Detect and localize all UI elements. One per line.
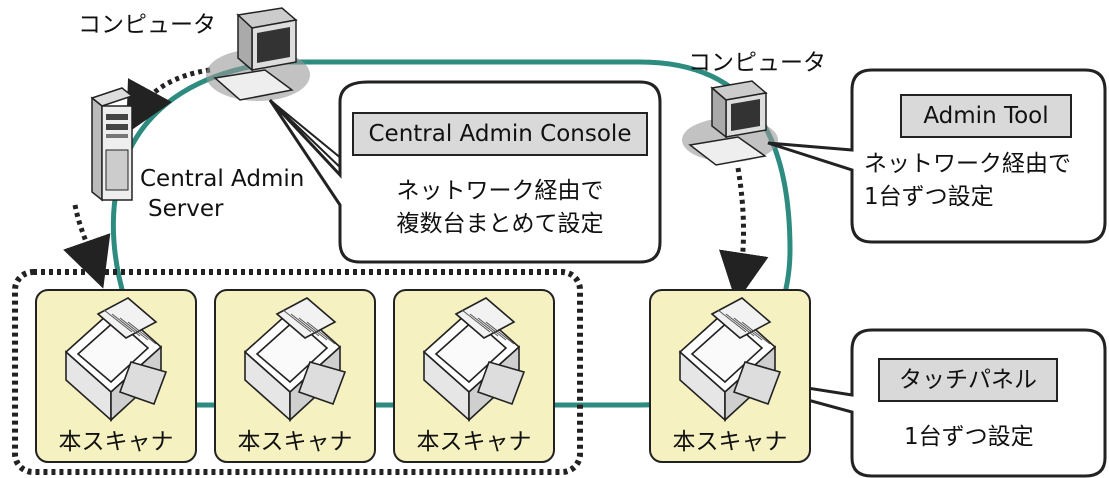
console-line1: ネットワーク経由で [396,178,604,204]
arrow-computer-to-server [126,67,211,134]
scanner-device-icon [422,297,526,422]
server-label-line1: Central Admin [140,166,305,192]
console-line2: 複数台まとめて設定 [396,211,604,237]
scanner-device-icon [64,297,168,422]
admin-tool-line2: 1台ずつ設定 [864,184,994,210]
scanner-label-2: 本スキャナ [237,429,353,455]
computer-left-icon [206,7,310,101]
computer-right-label: コンピュータ [688,50,826,76]
server-label-line2: Server [148,196,224,222]
scanner-device-icon [678,297,782,422]
scanner-label-1: 本スキャナ [58,429,174,455]
computer-right-icon [682,80,778,166]
admin-tool-line1: ネットワーク経由で [864,151,1071,177]
scanner-group-outline [12,269,583,475]
server-tower-icon [90,87,134,202]
scanner-label-4: 本スキャナ [672,429,788,455]
console-title-badge: Central Admin Console [352,112,648,156]
arrow-server-to-scanners [63,204,111,289]
admin-tool-title-badge: Admin Tool [900,94,1072,138]
touch-panel-title-badge: タッチパネル [878,358,1058,402]
computer-left-label: コンピュータ [78,12,216,38]
touch-panel-line1: 1台ずつ設定 [904,424,1034,450]
scanner-label-3: 本スキャナ [416,429,532,455]
arrow-admintool-to-scanner [719,167,769,303]
scanner-device-icon [243,297,347,422]
